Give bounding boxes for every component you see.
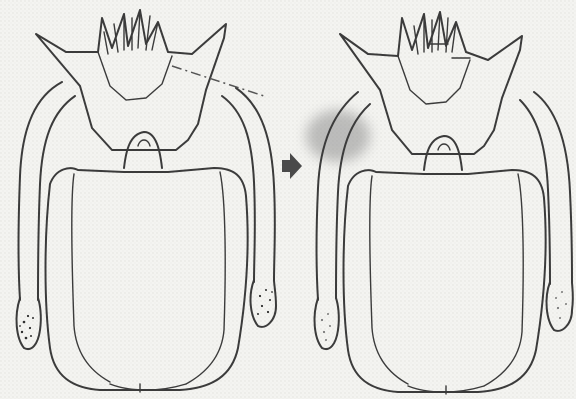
highlight-blur (306, 110, 370, 162)
